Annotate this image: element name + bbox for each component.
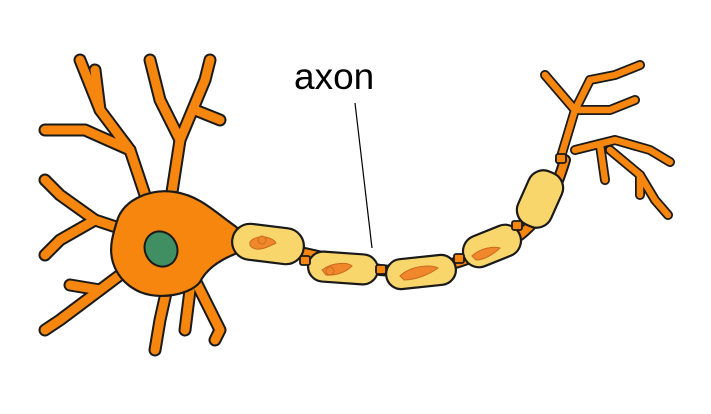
schwann-nucleus xyxy=(399,265,439,281)
schwann-nucleus-dot xyxy=(325,266,335,276)
schwann-nucleus xyxy=(471,246,501,261)
node-of-ranvier xyxy=(511,220,523,231)
node-of-ranvier xyxy=(453,253,465,264)
nodes-of-ranvier xyxy=(299,153,567,275)
cell-nucleus xyxy=(143,230,179,268)
dendrites-fill xyxy=(40,55,674,355)
node-of-ranvier xyxy=(375,264,387,275)
label-leader-line xyxy=(354,102,373,249)
node-of-ranvier xyxy=(555,153,567,164)
schwann-nuclei xyxy=(249,235,501,281)
axon-label: axon xyxy=(294,56,375,97)
schwann-nucleus-dot xyxy=(257,235,267,245)
myelin-sheath xyxy=(515,169,565,229)
node-of-ranvier xyxy=(299,255,311,266)
